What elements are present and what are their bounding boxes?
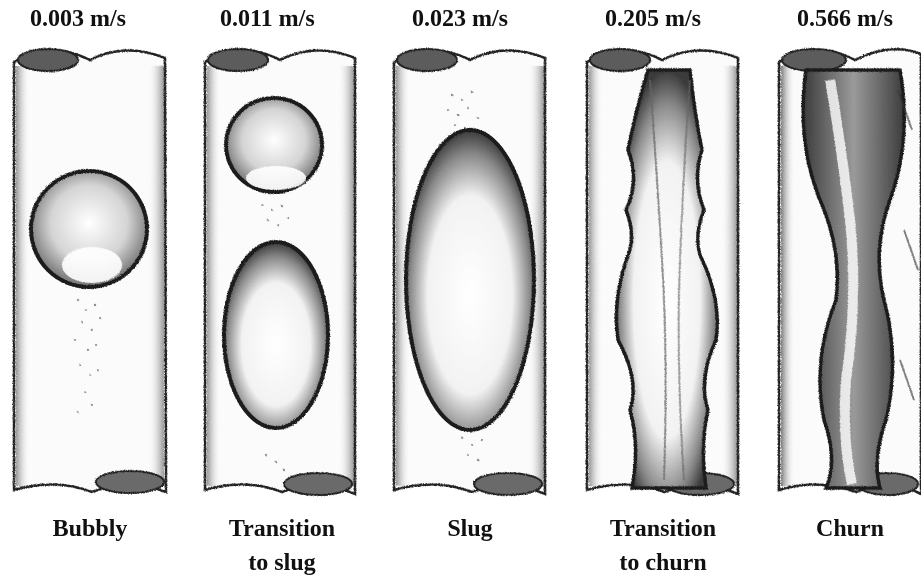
regime-label-transition-to-slug: Transition to slug	[197, 512, 367, 580]
velocity-label-bubbly: 0.003 m/s	[30, 6, 126, 33]
pipe-bubbly	[14, 49, 166, 493]
regime-label-slug: Slug	[385, 512, 555, 546]
regime-label-line1: Transition	[197, 512, 367, 546]
regime-label-churn: Churn	[765, 512, 921, 546]
pipe-transition-to-churn	[587, 49, 738, 495]
regime-label-line1: Churn	[765, 512, 921, 546]
velocity-label-transition-to-churn: 0.205 m/s	[605, 6, 701, 33]
velocity-label-churn: 0.566 m/s	[797, 6, 893, 33]
pipe-churn	[779, 49, 921, 495]
regime-label-line1: Bubbly	[5, 512, 175, 546]
pipe-transition-to-slug	[205, 49, 355, 495]
pipe-slug	[394, 49, 545, 495]
velocity-label-transition-to-slug: 0.011 m/s	[220, 6, 315, 33]
regime-label-transition-to-churn: Transition to churn	[578, 512, 748, 580]
regime-label-line2: to churn	[578, 546, 748, 580]
regime-label-line1: Slug	[385, 512, 555, 546]
regime-label-line1: Transition	[578, 512, 748, 546]
regime-label-line2: to slug	[197, 546, 367, 580]
regime-label-bubbly: Bubbly	[5, 512, 175, 546]
velocity-label-slug: 0.023 m/s	[412, 6, 508, 33]
